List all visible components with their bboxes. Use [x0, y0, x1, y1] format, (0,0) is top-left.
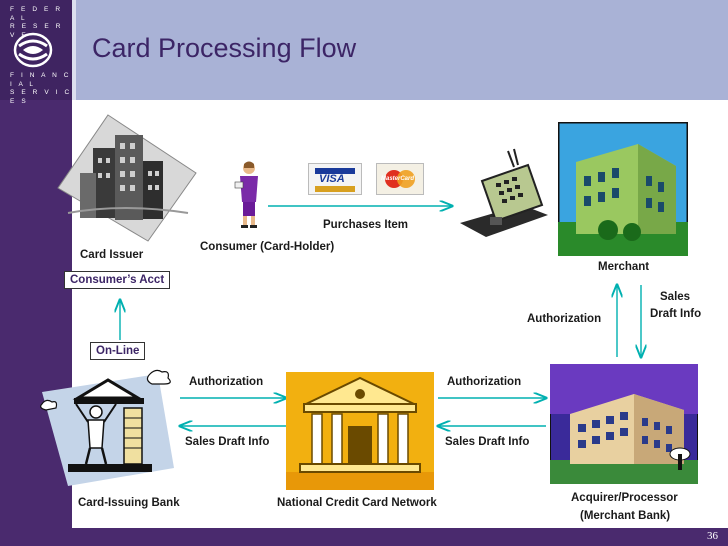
- mastercard-card-label: MasterCard: [381, 176, 415, 182]
- card-issuing-bank-label: Card-Issuing Bank: [78, 497, 180, 509]
- purchases-item-label: Purchases Item: [323, 219, 409, 231]
- authorization-right-label: Authorization: [527, 313, 602, 325]
- footer-bar: 36: [0, 528, 728, 546]
- logo-text-top: F E D E R A L R E S E R V E: [10, 6, 72, 40]
- visa-card-label: VISA: [319, 173, 345, 185]
- title-bar: [72, 0, 728, 100]
- logo-line-financial: F I N A N C I A L: [10, 72, 72, 88]
- acquirer-building-icon: [550, 364, 698, 484]
- sales-draft-line2-label: Draft Info: [650, 308, 702, 320]
- federal-reserve-emblem-icon: [13, 32, 53, 68]
- page-number: 36: [707, 530, 718, 542]
- card-issuer-label: Card Issuer: [80, 249, 144, 261]
- acquirer-sub-label: (Merchant Bank): [580, 510, 671, 522]
- logo-line-reserve: R E S E R V E: [10, 23, 64, 39]
- slide-title: Card Processing Flow: [92, 33, 357, 63]
- merchant-building-icon: [558, 122, 688, 256]
- logo-text-bottom: F I N A N C I A L S E R V I C E S: [10, 72, 72, 106]
- sales-draft-line1-label: Sales: [660, 291, 691, 303]
- cash-register-icon: [460, 148, 548, 237]
- federal-reserve-logo: F E D E R A L R E S E R V E F I N A N C …: [0, 0, 72, 105]
- consumers-acct-box: Consumer’s Acct: [64, 271, 171, 289]
- consumer-label: Consumer (Card-Holder): [200, 241, 335, 253]
- merchant-label: Merchant: [598, 261, 650, 273]
- card-issuing-bank-icon: [40, 369, 174, 486]
- sales-draft-info-mid-label: Sales Draft Info: [445, 436, 530, 448]
- visa-card-icon: VISA: [308, 163, 362, 195]
- card-issuer-buildings-icon: [57, 114, 197, 242]
- consumer-figure-icon: [234, 161, 258, 228]
- online-box: On-Line: [90, 342, 146, 360]
- logo-line-services: S E R V I C E S: [10, 89, 72, 105]
- authorization-left-label: Authorization: [189, 376, 264, 388]
- authorization-mid-label: Authorization: [447, 376, 522, 388]
- acquirer-label: Acquirer/Processor: [571, 492, 678, 504]
- sales-draft-info-left-label: Sales Draft Info: [185, 436, 270, 448]
- sidebar-divider: [72, 100, 78, 546]
- mastercard-card-icon: MasterCard: [376, 163, 424, 195]
- logo-line-federal: F E D E R A L: [10, 6, 63, 22]
- national-network-label: National Credit Card Network: [277, 497, 437, 509]
- national-network-bank-icon: [286, 372, 434, 490]
